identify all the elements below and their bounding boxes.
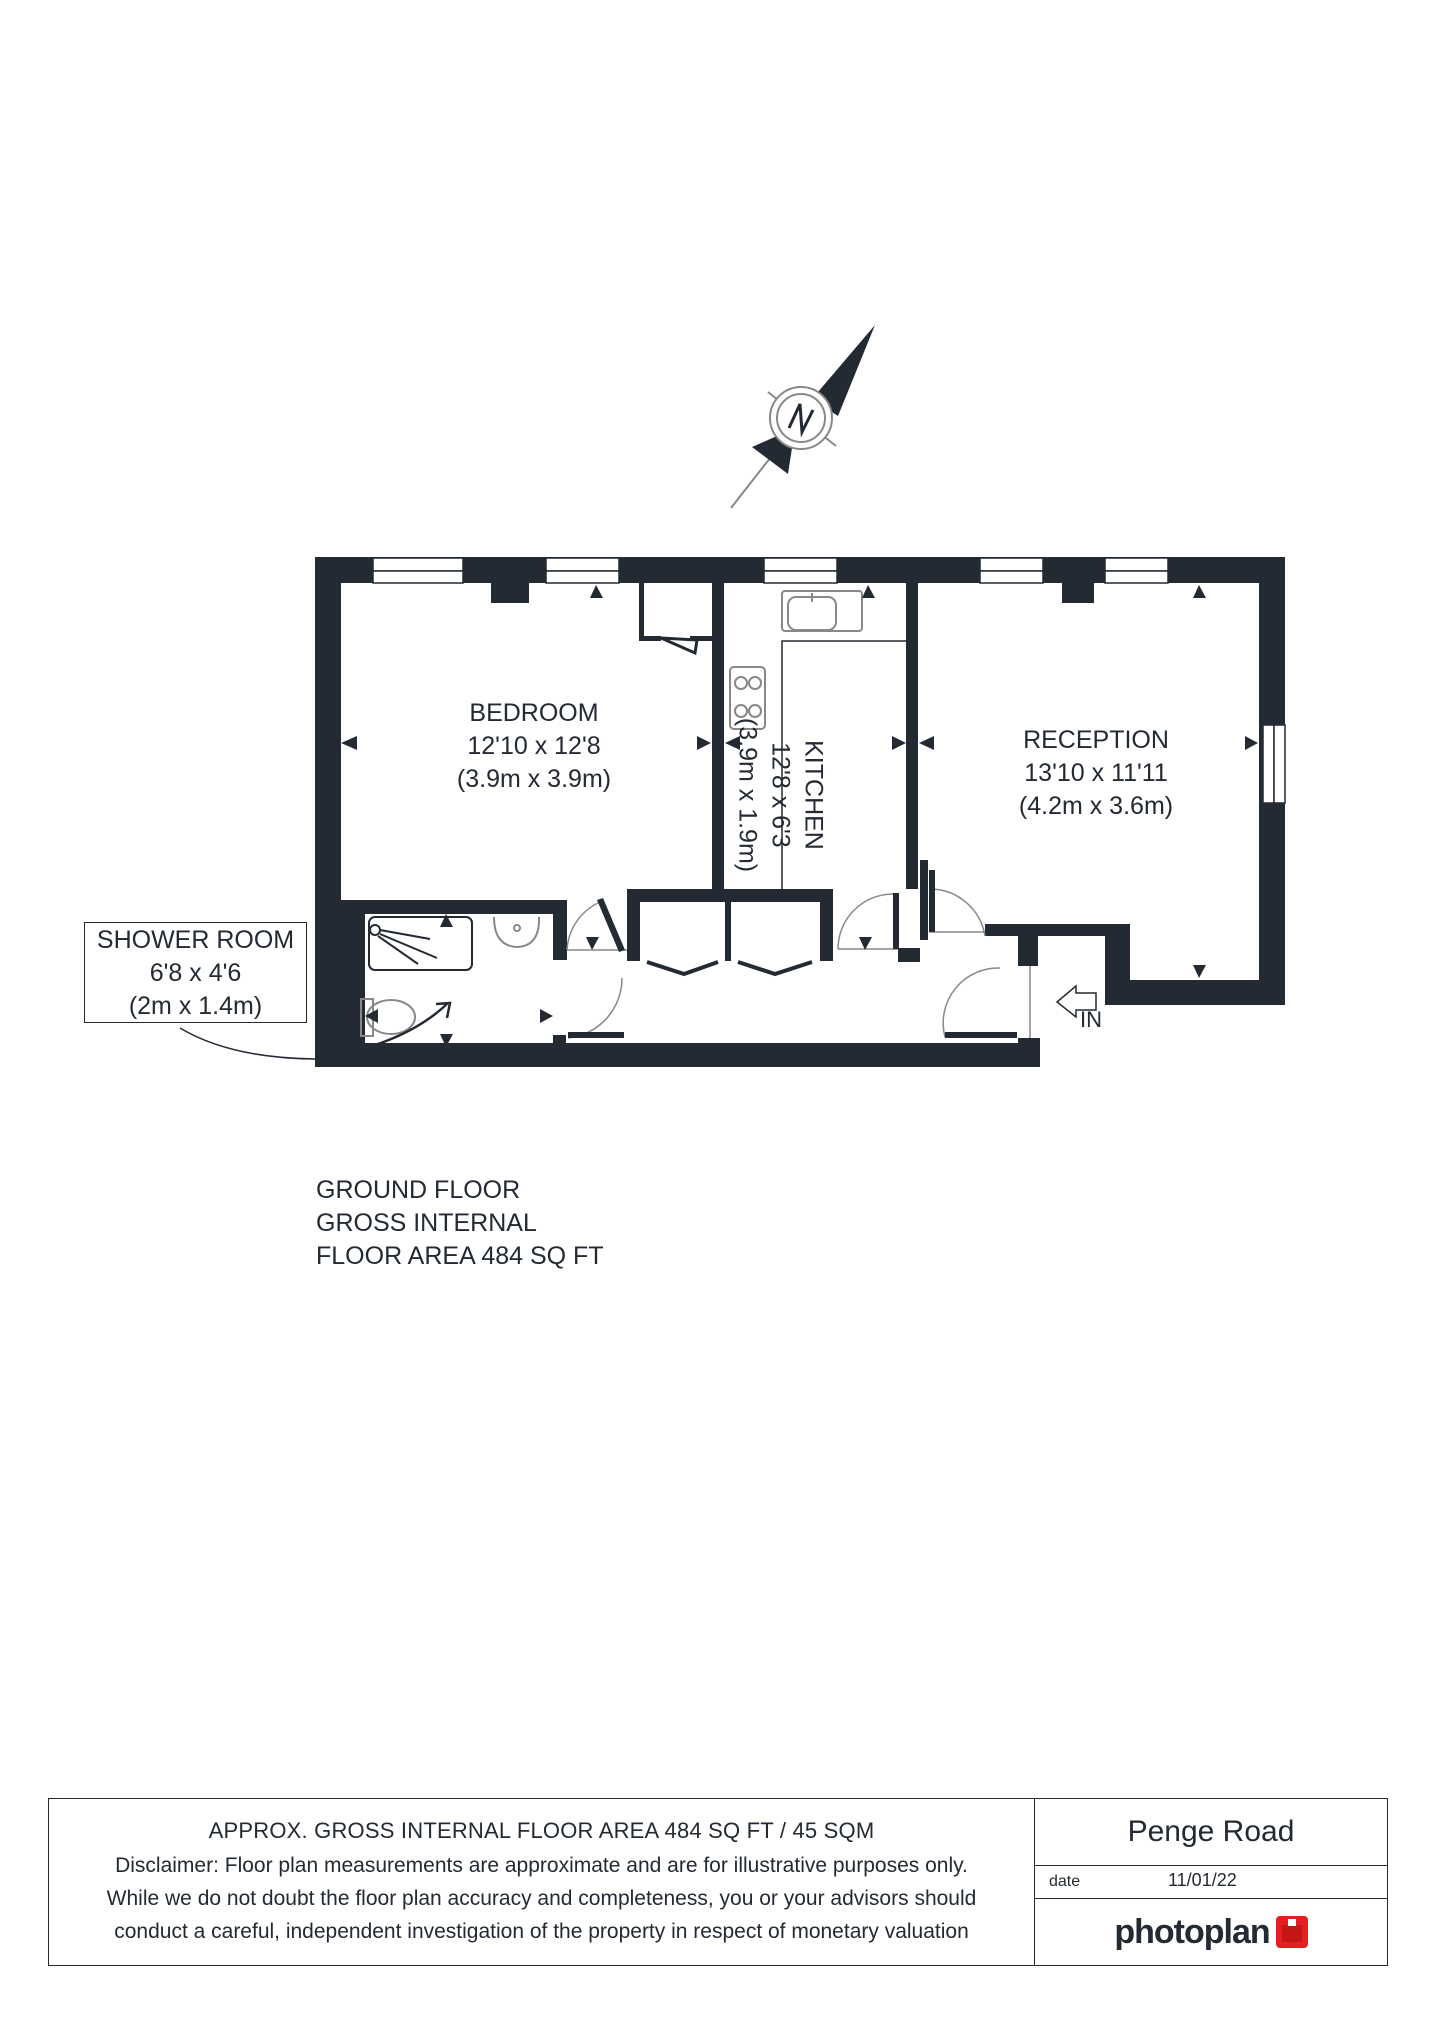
door-swing-arrow-icon — [374, 1001, 452, 1047]
dimension-arrows — [341, 585, 1258, 1047]
footer-meta: Penge Road date 11/01/22 photoplan — [1035, 1799, 1387, 1965]
date-value: 11/01/22 — [1168, 1870, 1237, 1890]
room-size-metric: (2m x 1.4m) — [128, 992, 263, 1020]
photoplan-logo-icon — [1275, 1916, 1308, 1948]
floor-area-line2: GROSS INTERNAL — [316, 1209, 537, 1237]
entrance-label: IN — [1080, 1007, 1102, 1032]
room-name: KITCHEN — [799, 740, 828, 850]
hob-icon — [729, 666, 766, 730]
floor-name: GROUND FLOOR — [316, 1176, 521, 1204]
room-size-imperial: 12'8 x 6'3 — [766, 742, 795, 848]
cupboard-door — [660, 636, 699, 656]
room-size-imperial: 13'10 x 11'11 — [1024, 759, 1168, 787]
kitchen-sink-icon — [781, 590, 863, 632]
windows — [372, 557, 1286, 804]
floor-area-line3: FLOOR AREA 484 SQ FT — [316, 1242, 604, 1270]
disclaimer: Disclaimer: Floor plan measurements are … — [49, 1849, 1034, 1948]
date-row: date 11/01/22 — [1035, 1866, 1387, 1899]
room-size-metric: (4.2m x 3.6m) — [1018, 792, 1174, 820]
photoplan-logo: photoplan — [1035, 1899, 1387, 1965]
disclaimer-line: conduct a careful, independent investiga… — [114, 1920, 969, 1943]
footer-info: APPROX. GROSS INTERNAL FLOOR AREA 484 SQ… — [49, 1799, 1035, 1965]
shower-room-label: SHOWER ROOM 6'8 x 4'6 (2m x 1.4m) — [84, 922, 307, 1023]
room-size-imperial: 12'10 x 12'8 — [467, 732, 601, 760]
label-leader-line — [179, 1027, 316, 1060]
room-name: SHOWER ROOM — [96, 926, 295, 954]
shower-tray-icon — [368, 916, 473, 971]
north-compass-icon — [730, 325, 875, 509]
brand-name: photoplan — [1114, 1912, 1270, 1951]
entrance-arrow-icon — [1055, 984, 1097, 1019]
room-size-imperial: 6'8 x 4'6 — [149, 959, 242, 987]
disclaimer-line: Disclaimer: Floor plan measurements are … — [115, 1854, 968, 1877]
kitchen-label: KITCHEN 12'8 x 6'3 (3.9m x 1.9m) — [731, 718, 830, 872]
door-leaves — [568, 870, 1017, 1038]
room-size-metric: (3.9m x 1.9m) — [733, 717, 762, 873]
room-name: RECEPTION — [1023, 726, 1169, 754]
property-address: Penge Road — [1035, 1799, 1387, 1866]
wash-basin-icon — [493, 916, 541, 949]
date-label: date — [1049, 1873, 1081, 1890]
floor-summary: GROUND FLOOR GROSS INTERNAL FLOOR AREA 4… — [316, 1174, 604, 1273]
room-size-metric: (3.9m x 3.9m) — [456, 765, 612, 793]
total-area: APPROX. GROSS INTERNAL FLOOR AREA 484 SQ… — [208, 1818, 875, 1843]
room-name: BEDROOM — [469, 699, 599, 727]
disclaimer-line: While we do not doubt the floor plan acc… — [106, 1887, 977, 1910]
reception-label: RECEPTION 13'10 x 11'11 (4.2m x 3.6m) — [996, 724, 1196, 823]
bifold-wardrobe-doors — [646, 960, 813, 977]
doors — [566, 888, 1031, 1039]
bedroom-label: BEDROOM 12'10 x 12'8 (3.9m x 3.9m) — [434, 697, 634, 796]
floor-plan — [179, 325, 1286, 1067]
worktop-outline — [781, 640, 906, 889]
footer-title-block: APPROX. GROSS INTERNAL FLOOR AREA 484 SQ… — [48, 1798, 1388, 1966]
